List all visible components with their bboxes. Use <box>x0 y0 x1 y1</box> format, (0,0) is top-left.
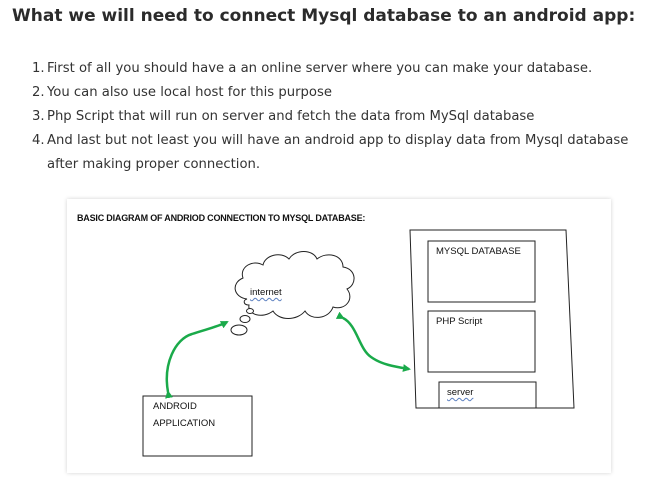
list-item: 1.First of all you should have a an onli… <box>32 57 637 81</box>
internet-cloud <box>230 251 355 336</box>
list-item-text: You can also use local host for this pur… <box>47 85 332 100</box>
android-to-internet-arrow <box>165 320 229 399</box>
page-title: What we will need to connect Mysql datab… <box>12 6 636 26</box>
list-item: 3.Php Script that will run on server and… <box>32 105 637 129</box>
android-application-box <box>142 395 253 457</box>
list-number: 4. <box>32 133 45 148</box>
server-frame <box>409 229 575 409</box>
requirements-list: 1.First of all you should have a an onli… <box>32 57 637 177</box>
internet-label: internet <box>250 287 282 298</box>
php-script-box <box>427 310 536 373</box>
android-label-line1: ANDROID <box>153 401 197 412</box>
connection-diagram: BASIC DIAGRAM OF ANDRIOD CONNECTION TO M… <box>67 199 611 473</box>
server-box <box>438 381 537 409</box>
list-number: 1. <box>32 61 45 76</box>
android-label-line2: APPLICATION <box>153 418 216 429</box>
diagram-title: BASIC DIAGRAM OF ANDRIOD CONNECTION TO M… <box>77 213 366 223</box>
server-label: server <box>447 387 474 398</box>
internet-to-server-arrow <box>335 311 411 372</box>
diagram-drawing <box>142 229 575 457</box>
list-item-text: And last but not least you will have an … <box>47 133 629 172</box>
list-item-text: First of all you should have a an online… <box>47 61 593 76</box>
list-item: 2.You can also use local host for this p… <box>32 81 637 105</box>
mysql-database-box <box>427 240 536 303</box>
mysql-database-label: MYSQL DATABASE <box>436 246 521 257</box>
list-number: 2. <box>32 85 45 100</box>
list-number: 3. <box>32 109 45 124</box>
list-item: 4.And last but not least you will have a… <box>32 129 637 177</box>
php-script-label: PHP Script <box>436 316 483 327</box>
list-item-text: Php Script that will run on server and f… <box>47 109 535 124</box>
